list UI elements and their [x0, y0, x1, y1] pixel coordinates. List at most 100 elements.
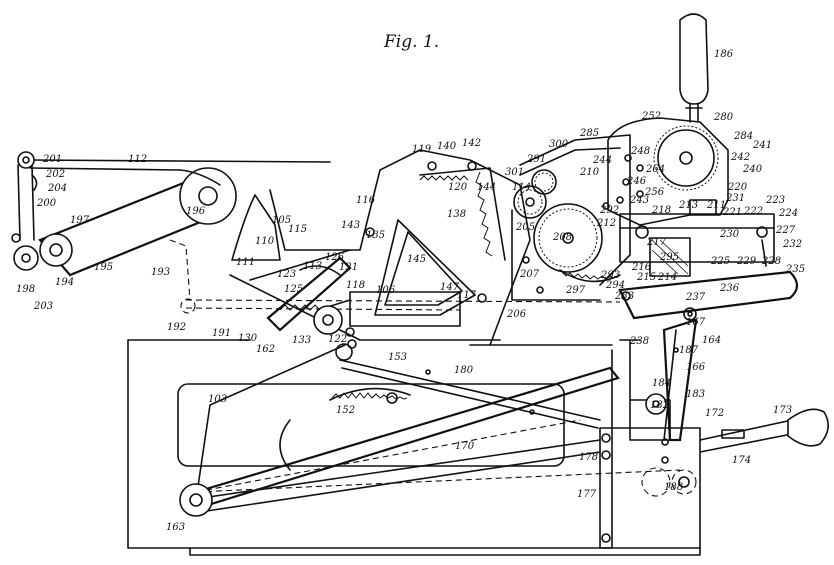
label-224: 224: [778, 208, 798, 219]
label-243: 243: [629, 195, 649, 206]
label-264: 264: [645, 164, 665, 175]
label-177a: 177: [577, 489, 597, 500]
label-188: 188: [664, 482, 683, 493]
gear-train: [511, 134, 631, 301]
label-126: 126: [325, 252, 345, 263]
right-carriage: [618, 199, 799, 321]
label-195: 195: [94, 262, 113, 273]
label-122: 122: [328, 334, 347, 345]
label-293: 293: [600, 270, 620, 281]
label-214: 214: [657, 272, 677, 283]
label-118a: 118: [346, 280, 365, 291]
label-111: 111: [236, 257, 255, 268]
label-230: 230: [719, 229, 740, 240]
label-117: 117: [457, 290, 477, 301]
label-133: 133: [292, 335, 311, 346]
label-193: 193: [151, 267, 170, 278]
label-203: 203: [33, 301, 53, 312]
label-110: 110: [255, 236, 275, 247]
label-201: 201: [42, 154, 62, 165]
label-227: 227: [775, 225, 796, 236]
label-197: 197: [70, 215, 90, 226]
label-144: 144: [477, 182, 496, 193]
label-256: 256: [644, 187, 665, 198]
label-297: 297: [565, 285, 586, 296]
label-216: 216: [631, 262, 652, 273]
label-130: 130: [238, 333, 258, 344]
label-119a: 119: [412, 144, 432, 155]
label-167: 167: [686, 317, 706, 328]
label-242: 242: [730, 152, 750, 163]
label-178a: 178: [579, 452, 598, 463]
base-frame: [127, 339, 701, 556]
label-220: 220: [727, 182, 748, 193]
label-113: 113: [303, 261, 322, 272]
label-106: 106: [376, 285, 396, 296]
small-fasteners: [425, 347, 679, 415]
label-143: 143: [341, 220, 360, 231]
label-294: 294: [605, 280, 625, 291]
label-186: 186: [714, 49, 734, 60]
label-164: 164: [702, 335, 721, 346]
label-138: 138: [447, 209, 466, 220]
gear-segment-152: [329, 387, 411, 404]
label-244: 244: [592, 155, 612, 166]
label-192: 192: [167, 322, 186, 333]
label-191a: 191: [212, 328, 231, 339]
label-211: 211: [706, 200, 726, 211]
label-208: 208: [552, 232, 572, 243]
label-223: 223: [765, 195, 785, 206]
label-147: 147: [440, 282, 460, 293]
label-285: 285: [579, 128, 599, 139]
label-206: 206: [506, 309, 527, 320]
label-232: 232: [782, 239, 802, 250]
label-163: 163: [166, 522, 185, 533]
label-162a: 162: [256, 344, 275, 355]
label-233: 233: [614, 291, 634, 302]
reference-labels: 186 280 252 284 241 242 240 300 285 291 …: [16, 49, 805, 533]
label-182: 182: [650, 400, 669, 411]
label-241: 241: [752, 140, 772, 151]
label-103a: 103: [208, 394, 227, 405]
label-180: 180: [454, 365, 474, 376]
label-116: 116: [356, 195, 376, 206]
label-248: 248: [630, 146, 650, 157]
label-207: 207: [519, 269, 540, 280]
dashed-guide-193: [169, 239, 621, 314]
left-arm-assembly: [11, 151, 331, 277]
label-240: 240: [742, 164, 763, 175]
label-291: 291: [526, 154, 546, 165]
label-222: 222: [743, 206, 763, 217]
label-112: 112: [128, 154, 147, 165]
label-292: 292: [599, 205, 619, 216]
label-212: 212: [596, 218, 616, 229]
label-153: 153: [388, 352, 407, 363]
label-142: 142: [462, 138, 481, 149]
label-238: 238: [629, 336, 649, 347]
label-295: 295: [659, 252, 679, 263]
label-105: 105: [272, 215, 291, 226]
label-125: 125: [284, 284, 303, 295]
label-200: 200: [36, 198, 57, 209]
label-231: 231: [725, 193, 745, 204]
figure-title: Fig. 1.: [383, 32, 439, 52]
label-252: 252: [641, 111, 661, 122]
label-236: 236: [719, 283, 740, 294]
label-229: 229: [736, 256, 757, 267]
label-228: 228: [761, 256, 781, 267]
label-166: 166: [686, 362, 706, 373]
label-187: 187: [679, 345, 699, 356]
label-280: 280: [713, 112, 734, 123]
main-diagonal-links: [187, 344, 681, 513]
label-145: 145: [407, 254, 426, 265]
label-218: 218: [651, 205, 671, 216]
label-170: 170: [455, 441, 475, 452]
label-300: 300: [549, 139, 569, 150]
label-246: 246: [626, 176, 647, 187]
upper-pivots: [365, 161, 487, 303]
lever-cluster-center: [266, 256, 357, 361]
label-204: 204: [47, 183, 67, 194]
label-215: 215: [636, 272, 656, 283]
